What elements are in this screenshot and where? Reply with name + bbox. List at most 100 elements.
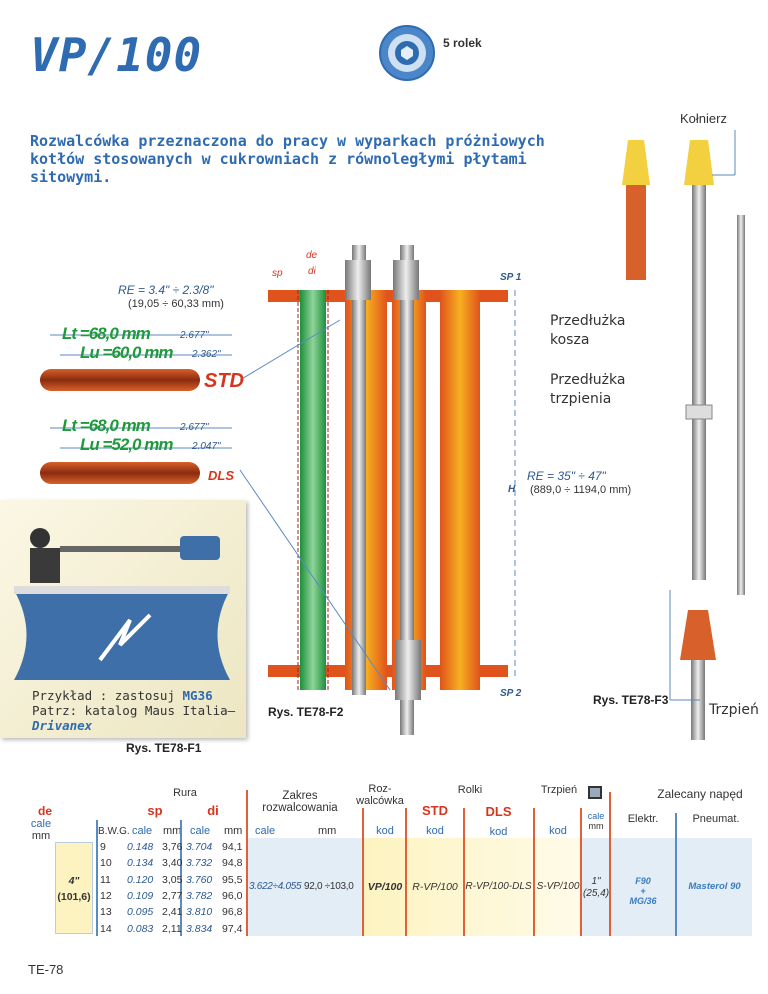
th-di: di — [207, 803, 219, 818]
example-model: MG36 — [182, 688, 213, 703]
th-rozwalcowka: Roz-walcówka — [356, 783, 404, 807]
th-trzpien: Trzpień — [540, 784, 578, 796]
dls-lu: Lu =52,0 mm — [80, 435, 173, 454]
cell-bwg: 10 — [100, 857, 112, 870]
sq-unit-cale: cale — [587, 811, 605, 821]
cell-sp-in: 0.120 — [127, 873, 154, 886]
flange-label: Kołnierz — [680, 111, 727, 126]
cell-sp-in: 0.095 — [127, 906, 154, 919]
std-lt: Lt =68,0 mm — [62, 324, 151, 343]
cell-sp-in: 0.083 — [127, 922, 154, 935]
expander-code[interactable]: VP/100 — [367, 881, 403, 893]
de-inches: 4" — [68, 875, 80, 887]
boiler-illustration — [14, 528, 230, 680]
divider — [609, 792, 611, 936]
mandrel-extension-label: Przedłużka trzpienia — [550, 371, 630, 409]
divider — [96, 820, 98, 936]
range-bg — [248, 838, 364, 936]
di-label: di — [308, 266, 316, 277]
cell-di-mm: 96,8 — [222, 906, 243, 919]
mandrel-label: Trzpień — [709, 701, 759, 720]
cell-sp-mm: 3,76 — [162, 841, 183, 853]
range-inches: 3.622÷4.055 — [249, 881, 302, 892]
sp1-label: SP 1 — [500, 272, 522, 283]
cell-sp-mm: 3,05 — [162, 873, 183, 886]
square-inches: 1" — [591, 876, 601, 887]
th-bwg: B.W.G. — [98, 826, 130, 837]
cell-di-mm: 94,1 — [222, 841, 243, 853]
std-label: STD — [204, 370, 244, 392]
dls-lt-in: 2.677" — [180, 422, 209, 433]
th-rura: Rura — [173, 787, 197, 799]
de-mm: (101,6) — [57, 891, 91, 903]
divider — [580, 808, 582, 936]
std-lu: Lu =60,0 mm — [80, 343, 173, 362]
figure-f3-caption: Rys. TE78-F3 — [593, 693, 669, 707]
th-rolki: Rolki — [457, 784, 483, 796]
dls-label: DLS — [208, 468, 234, 483]
de-cell — [55, 842, 93, 934]
cell-bwg: 9 — [100, 841, 106, 853]
th-pneumat: Pneumat. — [692, 813, 740, 825]
th-naped: Zalecany napęd — [657, 787, 743, 801]
cell-sp-mm: 2,77 — [162, 889, 183, 902]
divider — [533, 808, 535, 936]
rollers-count: 5 rolek — [443, 36, 482, 50]
re-top-mm: (19,05 ÷ 60,33 mm) — [128, 298, 224, 310]
description: Rozwalcówka przeznaczona do pracy w wypa… — [30, 132, 545, 186]
catalog-ref: Patrz: katalog Maus Italia— — [32, 703, 236, 718]
product-title: VP/100 — [30, 28, 203, 82]
cell-bwg: 14 — [100, 922, 112, 935]
cell-sp-in: 0.134 — [127, 857, 154, 870]
range-unit-cale: cale — [255, 825, 276, 837]
th-de: de — [37, 804, 52, 818]
sp-unit-cale: cale — [132, 825, 153, 837]
pneumatic-drive: Masterol 90 — [688, 881, 741, 892]
cell-sp-in: 0.109 — [127, 889, 154, 902]
cell-bwg: 12 — [100, 889, 112, 902]
std-lt-in: 2.677" — [180, 330, 209, 341]
example-text: Przykład : zastosuj MG36 Patrz: katalog … — [32, 688, 235, 733]
dls-lt: Lt =68,0 mm — [62, 416, 151, 435]
square-drive-icon — [588, 786, 602, 799]
std-roller-code[interactable]: R-VP/100 — [412, 881, 458, 893]
electric-drive: F90 + MG/36 — [612, 876, 674, 906]
technical-drawing — [40, 130, 745, 740]
de-label: de — [306, 250, 318, 261]
example-panel — [0, 500, 246, 738]
cell-di-in: 3.810 — [186, 906, 213, 919]
roz-unit-kod: kod — [376, 825, 394, 837]
sp-unit-mm: mm — [163, 825, 182, 837]
cell-di-mm: 96,0 — [222, 889, 243, 902]
cell-di-in: 3.704 — [186, 841, 213, 853]
th-zakres: Zakres rozwalcowania — [262, 790, 338, 814]
th-dls: DLS — [485, 804, 512, 819]
h-label: H — [508, 484, 516, 495]
roller-cage-icon — [379, 25, 435, 81]
di-unit-mm: mm — [224, 825, 243, 837]
sp2-label: SP 2 — [500, 688, 522, 699]
mandrel-code[interactable]: S-VP/100 — [536, 881, 580, 892]
range-mm: 92,0 ÷103,0 — [304, 881, 354, 892]
cell-bwg: 13 — [100, 906, 112, 919]
codes-bg — [364, 838, 582, 936]
example-prefix: Przykład : zastosuj — [32, 688, 183, 703]
cell-di-in: 3.760 — [186, 873, 213, 886]
cell-sp-mm: 2,11 — [162, 922, 182, 935]
electric-drive-plus: + — [640, 886, 646, 896]
dls-roller-code[interactable]: R-VP/100-DLS — [465, 881, 532, 892]
range-unit-mm: mm — [318, 825, 337, 837]
di-unit-cale: cale — [190, 825, 211, 837]
cell-bwg: 11 — [100, 873, 111, 886]
th-sp: sp — [147, 803, 163, 818]
de-unit-cale: cale — [30, 818, 52, 830]
re-bottom: RE = 35" ÷ 47" — [527, 469, 606, 483]
catalog-name: Drivanex — [32, 718, 93, 733]
dls-unit-kod: kod — [489, 826, 508, 838]
trzpien-unit-kod: kod — [549, 825, 567, 837]
cell-sp-mm: 3,40 — [162, 857, 183, 870]
cell-di-in: 3.834 — [186, 922, 213, 935]
cell-di-in: 3.782 — [186, 889, 213, 902]
th-std: STD — [422, 803, 448, 818]
square-mm: (25,4) — [582, 888, 610, 899]
